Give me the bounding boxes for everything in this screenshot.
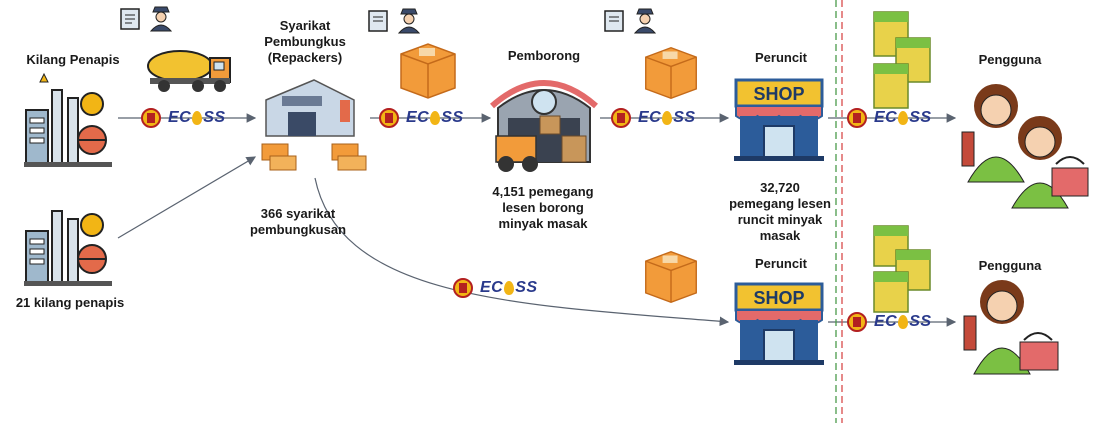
wholesaler-count: 4,151 pemegang lesen borong minyak masak: [492, 184, 594, 231]
refinery-icon: [22, 70, 114, 173]
shop-icon: SHOP: [732, 280, 826, 371]
refinery-icon: [22, 195, 114, 292]
officer-icon: [632, 6, 658, 39]
docs-icon: [602, 8, 628, 39]
consumer-top-label: Pengguna: [978, 52, 1042, 67]
repacker-count: 366 syarikat pembungkusan: [249, 206, 347, 237]
repacker-label: Syarikat Pembungkus (Repackers): [264, 18, 346, 65]
oil-drop-icon: [662, 111, 673, 125]
wholesaler-label: Pemborong: [507, 48, 581, 63]
malaysia-crest-icon: [374, 107, 404, 129]
malaysia-crest-icon: [606, 107, 636, 129]
retailer-bottom-label: Peruncit: [754, 256, 807, 271]
malaysia-crest-icon: [136, 107, 166, 129]
malaysia-crest-icon: [448, 277, 478, 299]
officer-icon: [148, 4, 174, 37]
refinery-bottom-label: 21 kilang penapis: [15, 295, 125, 310]
consumer-icon: [962, 276, 1062, 381]
retailer-top-count: 32,720 pemegang lesen runcit minyak masa…: [729, 180, 831, 243]
oil-drop-icon: [504, 281, 515, 295]
tanker-truck-icon: [146, 46, 234, 99]
shop-sign-text: SHOP: [753, 84, 804, 104]
box-icon: [397, 40, 459, 107]
oil-drop-icon: [430, 111, 441, 125]
oil-drop-icon: [898, 315, 909, 329]
consumer-bottom-label: Pengguna: [978, 258, 1042, 273]
docs-icon: [118, 6, 144, 37]
consumer-icon: [960, 72, 1090, 215]
shop-sign-text: SHOP: [753, 288, 804, 308]
oil-drop-icon: [898, 111, 909, 125]
malaysia-crest-icon: [842, 107, 872, 129]
box-icon: [642, 248, 700, 311]
oil-pouch-icon: [868, 222, 936, 321]
retailer-top-label: Peruncit: [754, 50, 807, 65]
box-icon: [642, 44, 700, 107]
docs-icon: [366, 8, 392, 39]
officer-icon: [396, 6, 422, 39]
wholesale-warehouse-icon: [488, 66, 600, 179]
shop-icon: SHOP: [732, 76, 826, 167]
refinery-top-label: Kilang Penapis: [26, 52, 120, 67]
oil-drop-icon: [192, 111, 203, 125]
malaysia-crest-icon: [842, 311, 872, 333]
arrow-refinery2-to-repacker: [117, 156, 257, 239]
oil-pouch-icon: [868, 8, 936, 117]
warehouse-icon: [258, 74, 368, 177]
arrow-repacker-to-retailer2: [314, 177, 730, 327]
